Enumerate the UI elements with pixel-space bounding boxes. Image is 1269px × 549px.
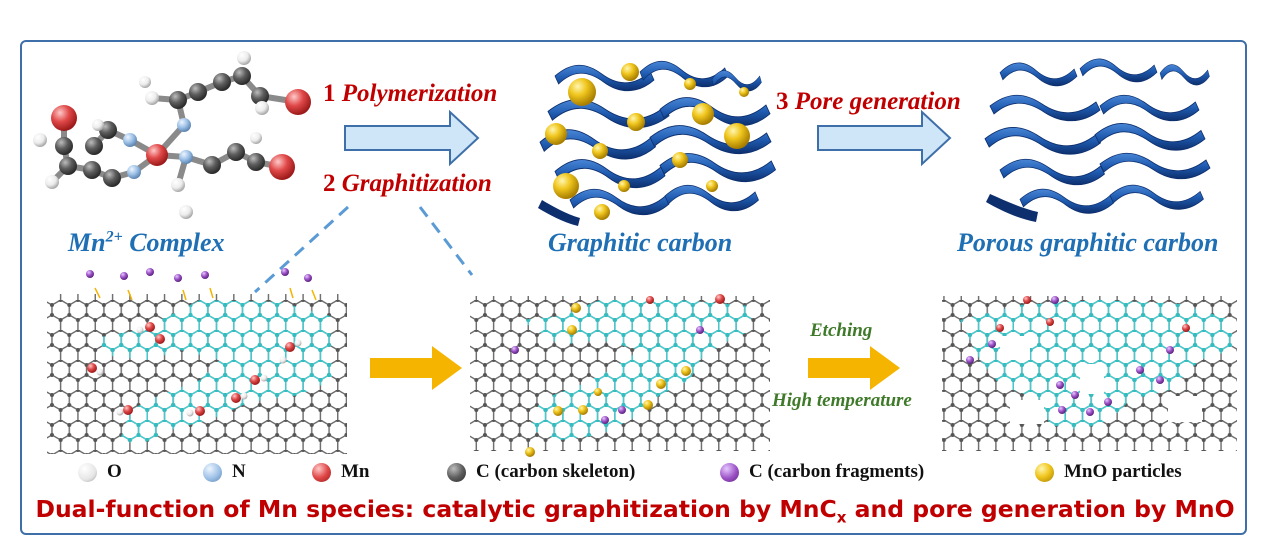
lattice-graphitized [470, 294, 770, 457]
legend-item-o: O [78, 459, 122, 485]
mn-complex-label: Mn2+ Complex [68, 228, 225, 258]
porous-graphitic-carbon-label: Porous graphitic carbon [957, 228, 1219, 257]
process-arrow-1 [344, 109, 480, 167]
legend-item-mn: Mn [312, 459, 370, 485]
carbon-skeleton-atom-icon [447, 462, 466, 482]
step-2-label: 2 Graphitization [323, 170, 492, 198]
step-3-text: Pore generation [794, 88, 961, 115]
caption-main: Dual-function of Mn species: catalytic g… [35, 495, 837, 523]
legend-item-carbon-skeleton: C (carbon skeleton) [447, 459, 635, 485]
mn-complex-charge: 2+ [105, 228, 123, 246]
legend-item-carbon-fragments: C (carbon fragments) [720, 459, 924, 485]
etching-label: Etching [810, 320, 873, 341]
step-2-number: 2 [323, 170, 336, 197]
mno-particle-icon [1035, 462, 1054, 482]
carbon-fragment-atom-icon [720, 462, 739, 482]
legend-label-mn: Mn [341, 461, 370, 482]
transform-arrow-2 [808, 346, 900, 390]
mn-complex-suffix: Complex [122, 228, 225, 257]
mn-complex-prefix: Mn [68, 228, 106, 257]
graphitic-carbon-sheets [538, 60, 776, 226]
mn-complex-molecule [33, 51, 311, 219]
legend-label-o: O [107, 461, 122, 482]
legend-label-carbon-skeleton: C (carbon skeleton) [476, 461, 636, 482]
legend-item-mno-particles: MnO particles [1035, 459, 1182, 485]
graphitic-carbon-label: Graphitic carbon [548, 228, 733, 257]
step-1-text: Polymerization [341, 80, 498, 107]
step-1-label: 1 Polymerization [323, 80, 497, 108]
legend-label-n: N [232, 461, 246, 482]
dashed-connector-right [418, 206, 474, 276]
figure-caption: Dual-function of Mn species: catalytic g… [30, 495, 1240, 527]
step-3-number: 3 [776, 88, 789, 115]
step-2-text: Graphitization [341, 170, 492, 197]
legend-item-n: N [203, 459, 246, 485]
transform-arrow-1 [370, 346, 462, 390]
legend-label-mno-particles: MnO particles [1064, 461, 1182, 482]
porous-graphitic-carbon-sheets [984, 58, 1211, 222]
legend-label-carbon-fragments: C (carbon fragments) [749, 461, 925, 482]
process-arrow-2 [817, 109, 952, 167]
caption-tail: and pore generation by MnO [846, 495, 1235, 523]
step-3-label: 3 Pore generation [776, 88, 961, 116]
lattice-porous [942, 296, 1237, 451]
figure-frame [20, 40, 1247, 535]
step-1-number: 1 [323, 80, 336, 107]
high-temperature-label: High temperature [772, 390, 912, 411]
caption-subscript: x [836, 508, 847, 527]
atom-legend: O N Mn C (carbon skeleton) C (carbon fra… [40, 459, 1230, 485]
lattice-initial [47, 268, 347, 454]
dashed-connector-left [253, 205, 350, 294]
o-atom-icon [78, 462, 97, 482]
mno-particles-graphitic [545, 63, 750, 220]
n-atom-icon [203, 462, 222, 482]
mn-atom-icon [312, 462, 331, 482]
